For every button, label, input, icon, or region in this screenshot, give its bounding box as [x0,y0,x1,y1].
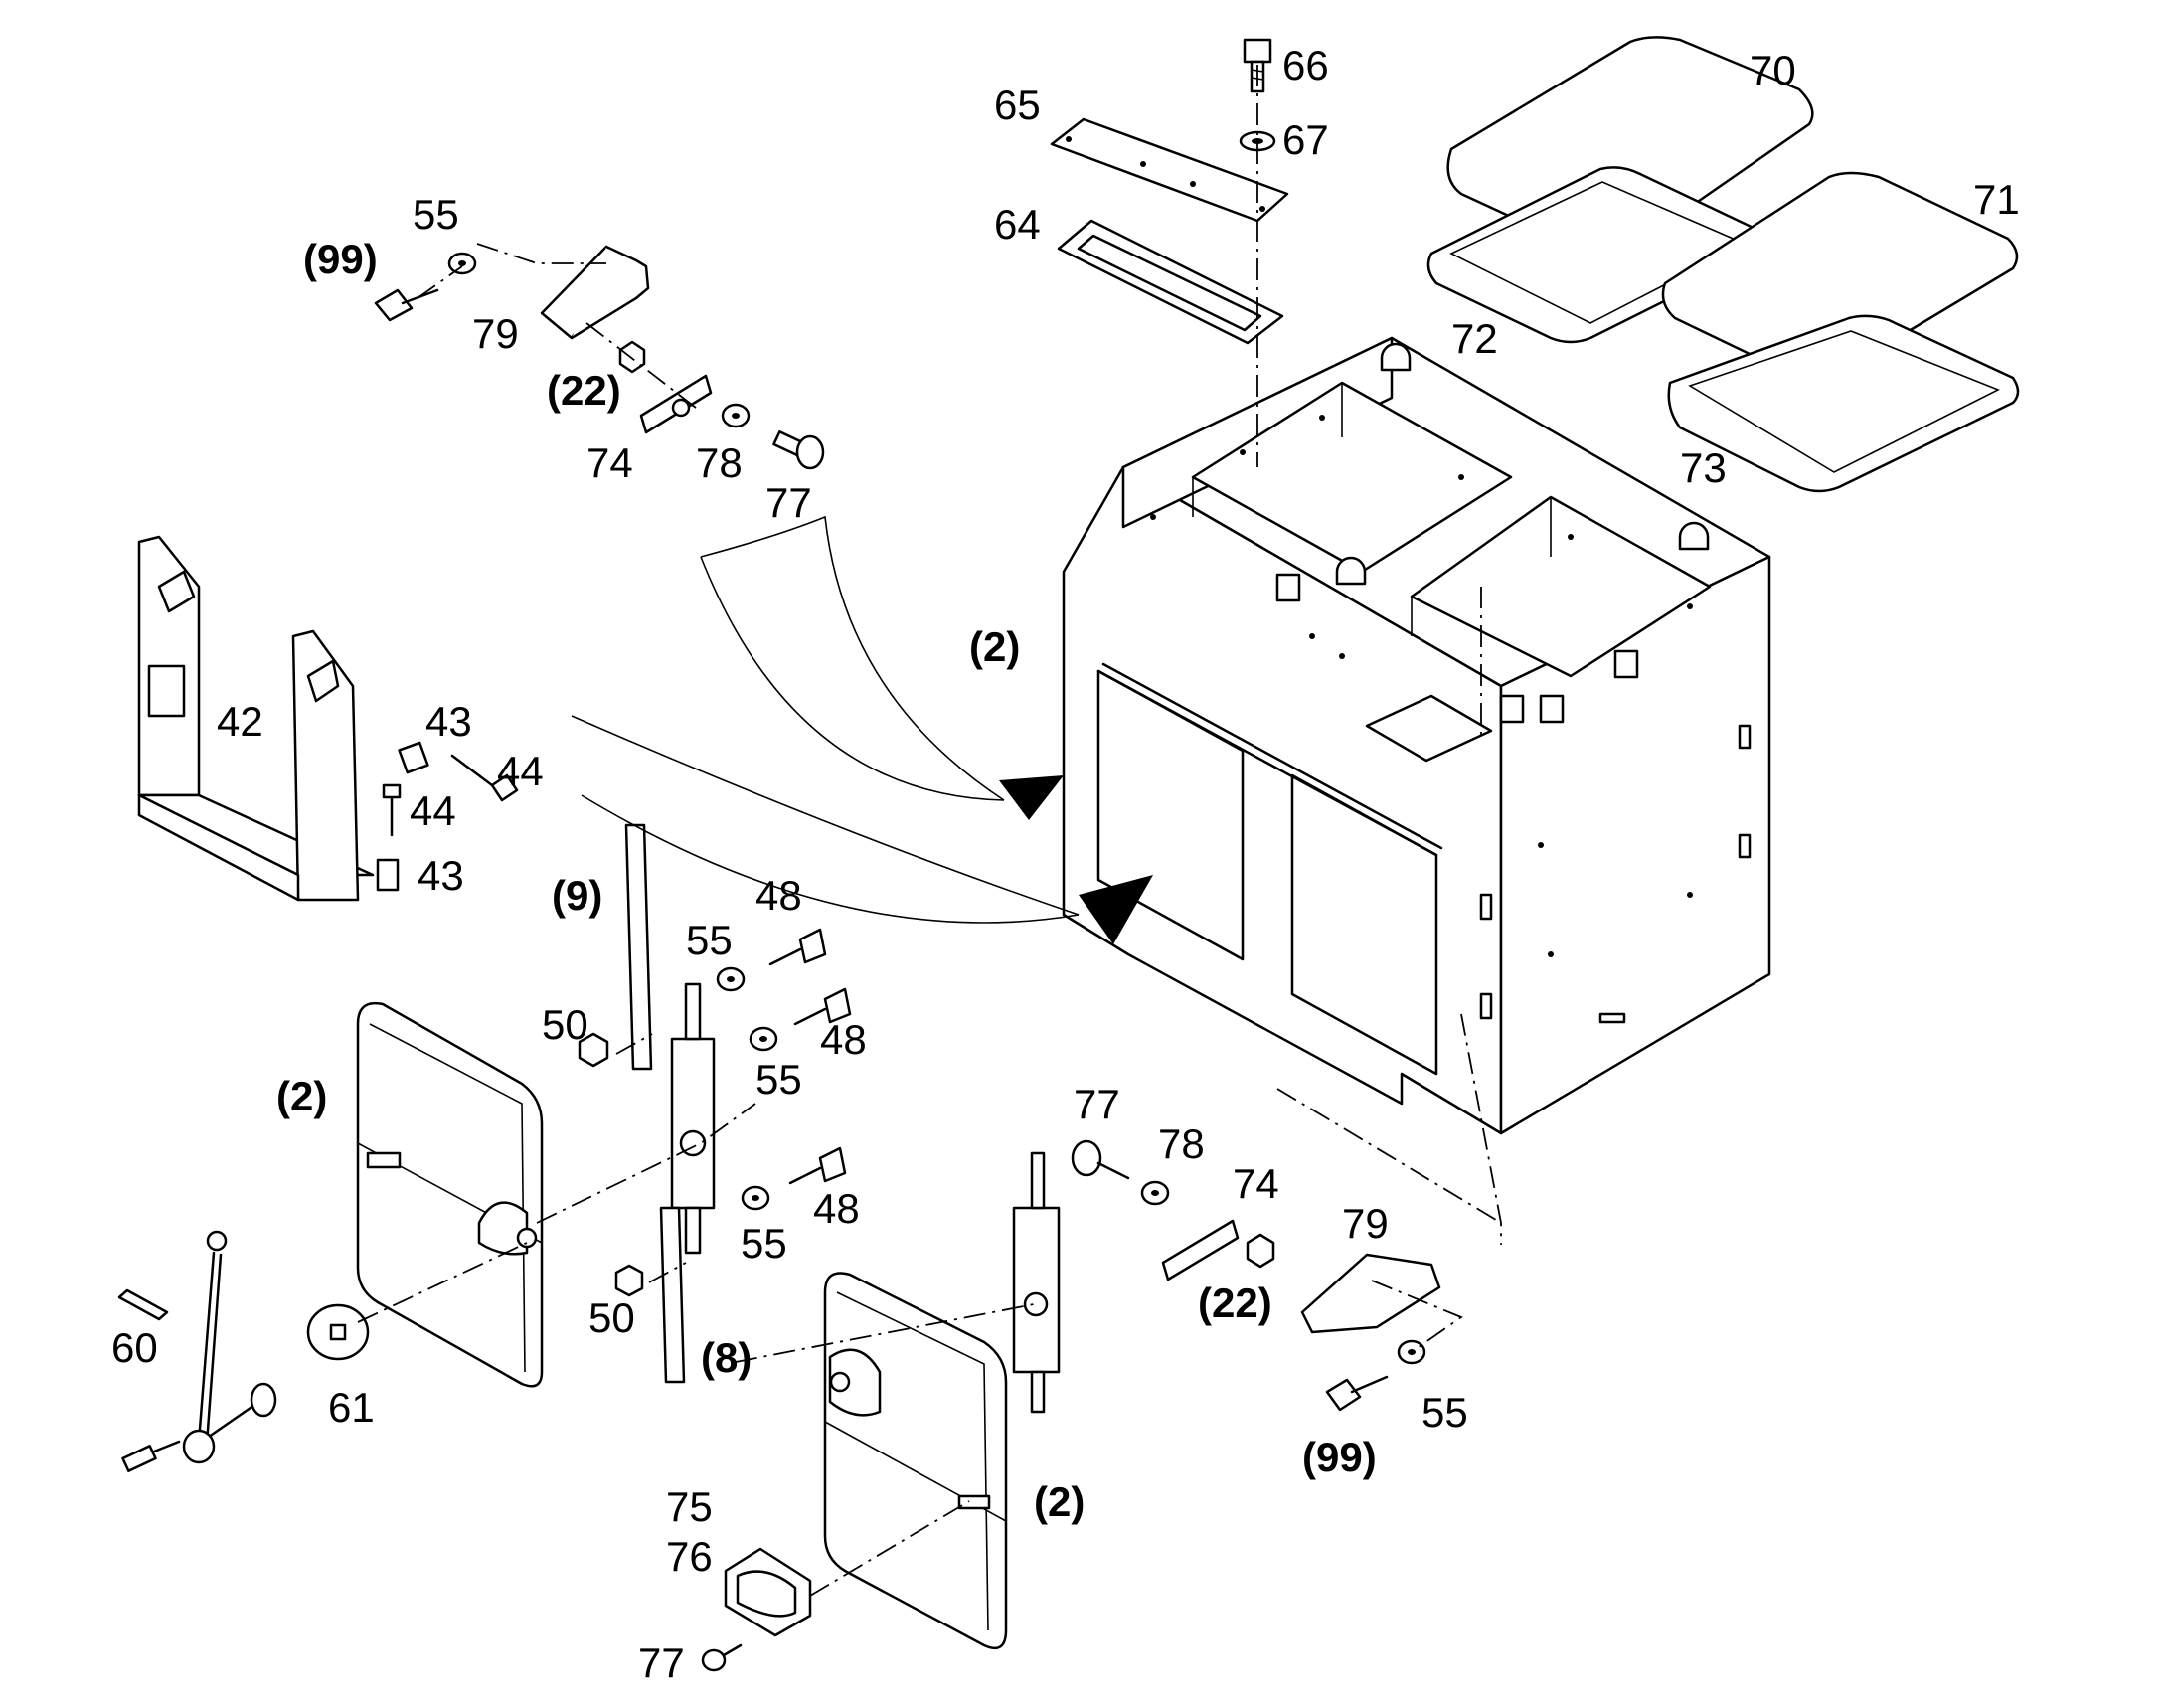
callout-74-upper: 74 [586,439,633,486]
callout-79-lower: 79 [1342,1200,1389,1247]
assembly-lines [357,65,1502,1597]
screw-77-lower [701,1643,743,1672]
washer-55-c [749,1026,778,1052]
bolt-44-vertical [382,783,402,837]
bolt-66 [1243,38,1272,93]
hinge-79-lower [1300,1253,1441,1334]
washer-55-d [741,1185,770,1211]
callout-55-upper: 55 [413,191,459,238]
hinge-79-upper [540,245,650,340]
screw-77-upper [772,430,825,470]
nut-22-lower [1246,1233,1275,1269]
callout-75: 75 [666,1483,713,1530]
callout-99-lower: (99) [1302,1434,1377,1480]
bracket-75-76 [724,1547,812,1637]
washer-78-upper [721,403,751,428]
pin-60 [117,1288,169,1321]
callout-61: 61 [328,1384,375,1431]
washer-67 [1239,130,1276,152]
callout-72: 72 [1451,315,1498,362]
callout-77-lower: 77 [638,1639,685,1686]
callout-43-lower: 43 [418,852,464,899]
callout-73: 73 [1680,444,1727,491]
door-left [356,1001,544,1388]
nut-50-lower [614,1264,644,1297]
callout-55-d: 55 [741,1220,787,1267]
gasket-64 [1057,219,1284,345]
callout-55-b: 55 [686,917,733,963]
lock-body-right [1012,1151,1061,1414]
callout-77-upper: 77 [765,479,812,526]
cover-61 [306,1303,370,1361]
nut-50-upper [578,1032,609,1068]
callout-65: 65 [994,82,1041,128]
callout-9: (9) [552,872,603,919]
callout-99-upper: (99) [303,236,378,282]
bushing-43-upper [398,741,429,774]
callout-76: 76 [666,1533,713,1580]
washer-55-upper [447,252,477,275]
callout-2-right-door: (2) [1034,1478,1086,1525]
callout-48-a: 48 [755,872,802,919]
bolt-48-a [768,928,827,966]
hinge-plate-74-upper [639,374,713,434]
bolt-48-c [788,1146,847,1185]
hinge-plate-74-lower [1161,1219,1240,1281]
bolt-99-upper [374,288,439,322]
bolt-99-lower [1325,1375,1389,1412]
washer-78-lower [1140,1180,1170,1206]
callout-48-b: 48 [820,1016,867,1063]
callout-44-left: 44 [410,787,456,834]
callout-22-lower: (22) [1198,1280,1272,1326]
strip-9 [624,823,653,1071]
washer-55-b [716,966,746,992]
callout-2-housing: (2) [969,623,1021,670]
callout-67: 67 [1282,116,1329,163]
callout-55-c: 55 [755,1056,802,1103]
callout-78-upper: 78 [696,439,743,486]
key [121,1440,181,1472]
cover-plate-65 [1050,117,1289,223]
bolt-44-horizontal [450,754,519,802]
main-housing [1062,336,1771,1135]
callout-70: 70 [1750,47,1796,93]
bolt-48-b [793,987,852,1026]
callout-55-e: 55 [1421,1389,1468,1436]
nut-22-upper [618,340,646,374]
screw-77-middle [1071,1139,1130,1180]
callout-2-left-door: (2) [276,1073,328,1119]
callout-77-middle: 77 [1074,1081,1120,1127]
callout-74-lower: 74 [1233,1160,1279,1207]
callout-66: 66 [1282,42,1329,88]
callout-71: 71 [1973,176,2020,223]
callout-8: (8) [701,1334,752,1381]
stand-42 [137,535,375,902]
callout-50-lower: 50 [588,1294,635,1341]
callout-50-upper: 50 [542,1001,588,1048]
lock-body-center [670,982,716,1255]
cover-plate-71 [1661,171,2019,381]
callout-64: 64 [994,201,1041,248]
bushing-43-lower [376,858,400,892]
door-right [823,1272,1008,1650]
callout-44-right: 44 [497,748,544,794]
callout-42: 42 [217,698,263,745]
callout-22-upper: (22) [547,367,621,414]
callout-60: 60 [111,1324,158,1371]
arrows [571,515,1153,944]
handle-assembly [182,1230,277,1464]
gasket-73 [1667,314,2020,493]
strip-8 [659,1206,686,1384]
callout-48-c: 48 [813,1185,860,1232]
callout-43-upper: 43 [425,698,472,745]
callout-78-lower: 78 [1158,1120,1205,1167]
callout-79-upper: 79 [472,310,519,357]
